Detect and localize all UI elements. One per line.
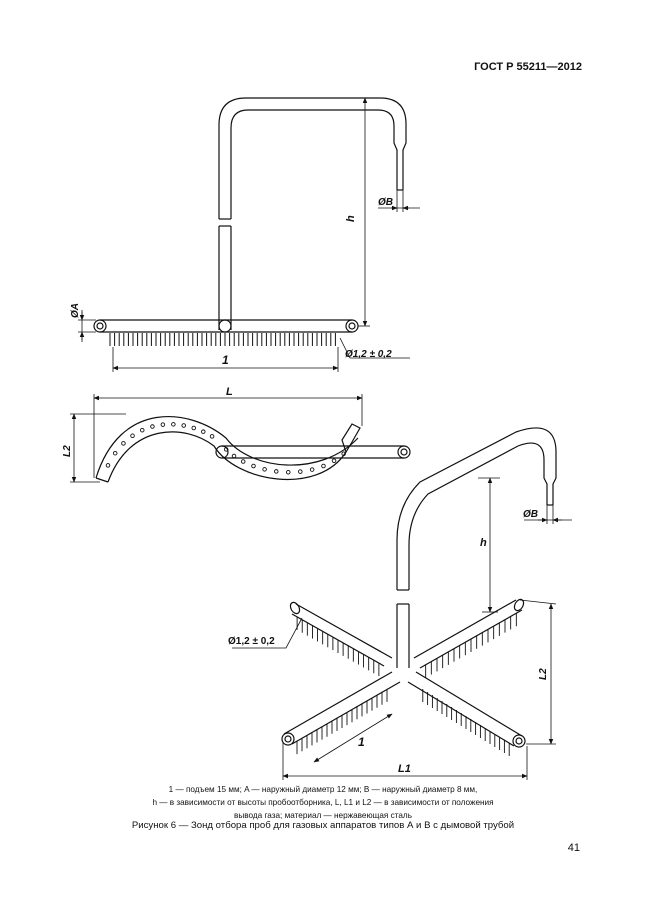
label-l2-cross: L2	[538, 668, 549, 680]
probe-plan-holes	[105, 422, 346, 475]
label-hole-cross: Ø1,2 ± 0,2	[228, 636, 275, 647]
label-db-top: ØB	[378, 197, 393, 208]
probe-hole	[112, 450, 118, 456]
label-l1: L1	[398, 763, 411, 775]
label-h-top: h	[345, 215, 357, 222]
probe-plan-view	[95, 416, 411, 483]
figure-caption: Рисунок 6 — Зонд отбора проб для газовых…	[131, 820, 515, 831]
probe-hole	[286, 469, 291, 475]
probe-hole	[223, 447, 229, 452]
probe-hole	[181, 423, 186, 428]
probe-hole	[209, 434, 215, 439]
probe-hole	[331, 458, 337, 463]
figure-legend: 1 — подъем 15 мм; A — наружный диаметр 1…	[80, 783, 566, 822]
plan-dimensions	[70, 394, 363, 483]
label-l2-plan: L2	[62, 445, 73, 457]
probe-hole	[251, 463, 256, 469]
probe-cross-view	[281, 427, 557, 748]
probe-hole	[105, 463, 111, 468]
probe-hole	[262, 467, 267, 472]
label-hole-top: Ø1,2 ± 0,2	[345, 349, 392, 360]
label-one-cross: 1	[358, 735, 365, 749]
probe-hole	[171, 422, 176, 427]
probe-hole	[321, 463, 326, 469]
probe-hole	[274, 469, 279, 474]
page-number: 41	[567, 842, 580, 854]
legend-line-2: h — в зависимости от высоты пробоотборни…	[152, 798, 494, 807]
cross-dimensions	[232, 477, 572, 780]
probe-hole	[140, 427, 145, 433]
top-dimensions	[78, 97, 420, 372]
probe-top-view	[93, 97, 407, 333]
probe-hole	[201, 429, 206, 434]
label-da: ØA	[70, 303, 81, 318]
legend-line-3: вывода газа; материал — нержавеющая стал…	[234, 811, 412, 820]
probe-hole	[150, 424, 155, 429]
probe-hole	[130, 433, 135, 439]
probe-hole	[298, 469, 303, 474]
standard-code: ГОСТ Р 55211—2012	[474, 61, 582, 73]
probe-hole	[341, 451, 346, 457]
probe-hole	[160, 422, 166, 427]
probe-hole	[240, 459, 246, 464]
probe-hole	[121, 441, 126, 446]
probe-top-teeth	[109, 333, 336, 346]
legend-line-1: 1 — подъем 15 мм; A — наружный диаметр 1…	[168, 785, 478, 794]
probe-cross-teeth	[296, 613, 517, 756]
probe-hole	[231, 453, 237, 459]
label-db-cross: ØB	[523, 509, 538, 520]
label-h-cross: h	[480, 537, 487, 549]
probe-hole	[191, 425, 197, 431]
label-l: L	[226, 386, 233, 398]
label-one-top: 1	[222, 353, 229, 367]
probe-hole	[309, 467, 315, 472]
